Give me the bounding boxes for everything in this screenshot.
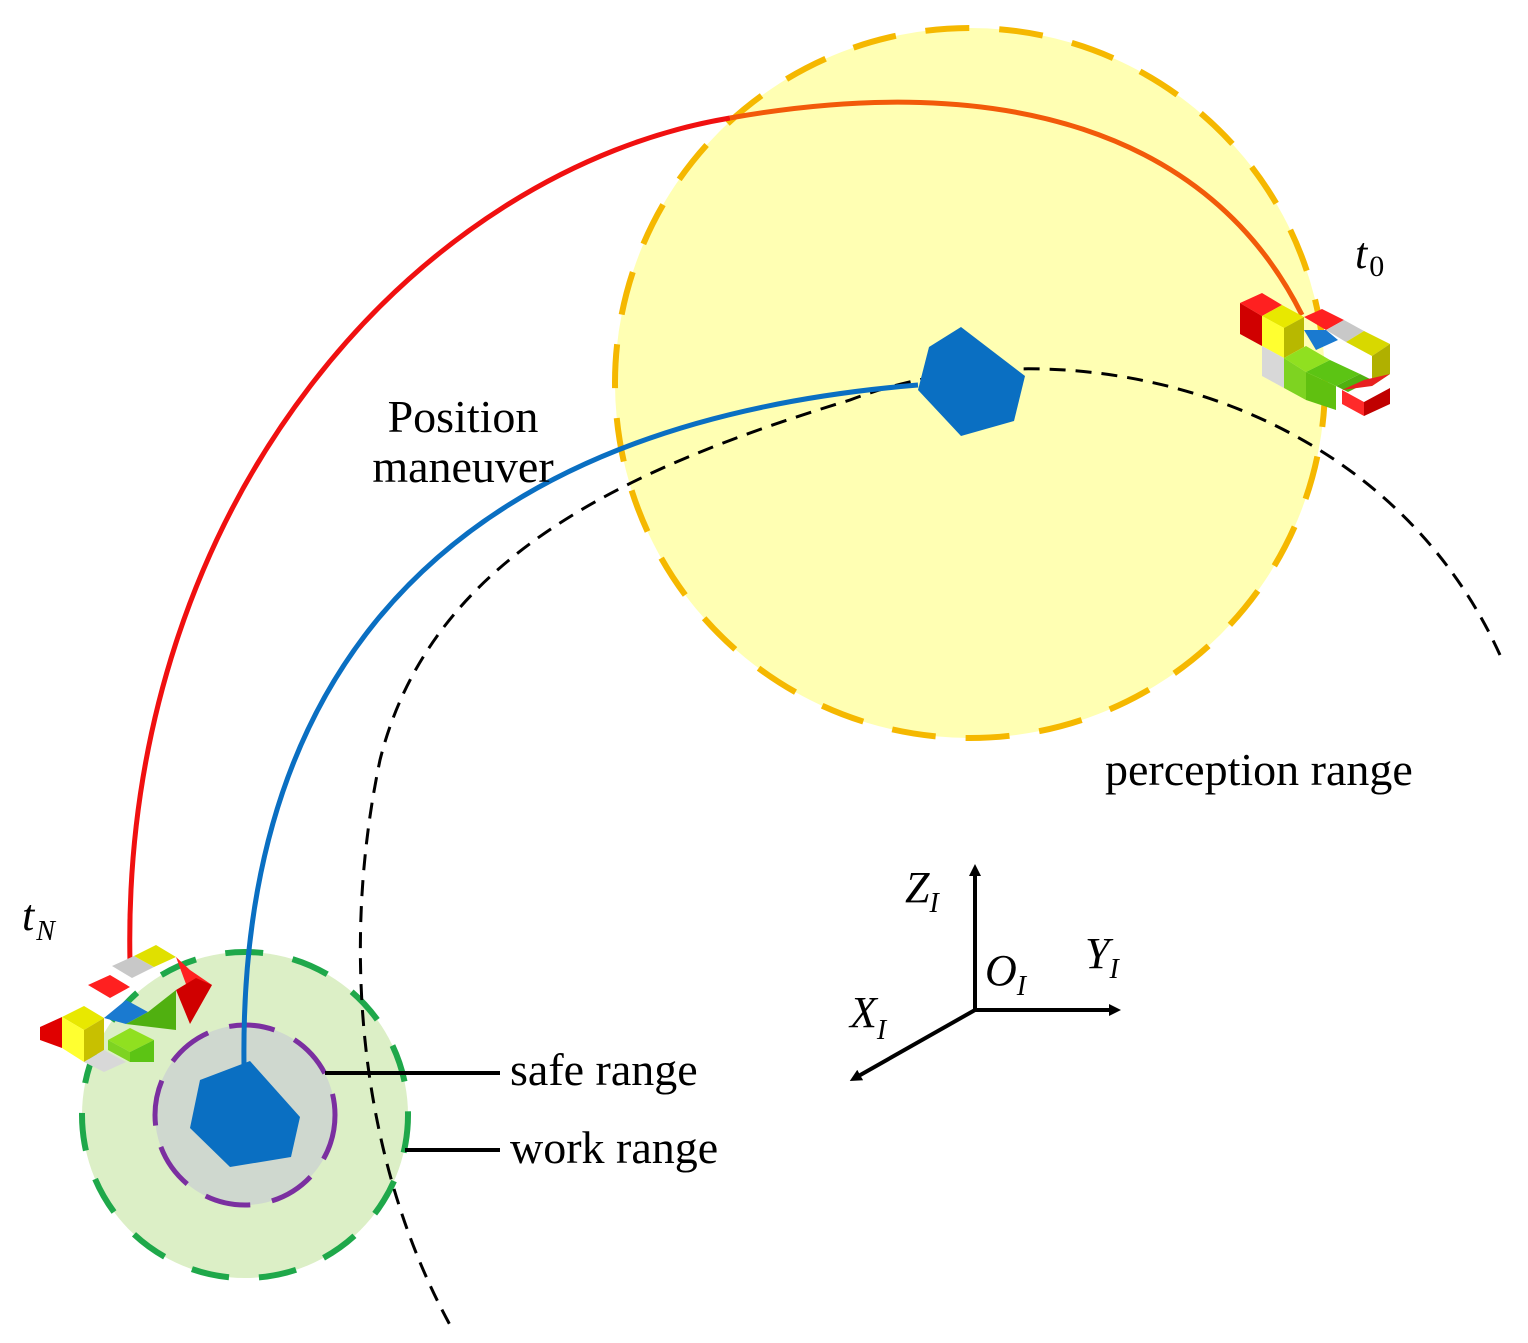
origin-label: OI — [985, 946, 1028, 1002]
perception-range-label: perception range — [1105, 744, 1413, 795]
tN-label: tN — [22, 891, 56, 947]
blue-trajectory — [241, 382, 919, 1066]
axis-y-label: YI — [1085, 929, 1120, 985]
t0-main: t — [1355, 229, 1369, 278]
t0-label: t0 — [1355, 229, 1384, 283]
position-maneuver-label-line1: Position — [388, 391, 539, 442]
axis-y-subscript: I — [1108, 954, 1120, 985]
orange-trajectory — [729, 99, 1305, 317]
t0-subscript: 0 — [1369, 250, 1384, 283]
axis-z-subscript: I — [928, 888, 940, 919]
axis-z-main: Z — [905, 863, 930, 912]
hexagon-target-icon — [918, 327, 1025, 436]
origin-main: O — [985, 946, 1017, 995]
tN-subscript: N — [35, 916, 56, 947]
cube-satellite-icon — [1240, 293, 1390, 416]
axis-x-main: X — [848, 988, 879, 1037]
axis-x-label: XI — [848, 988, 888, 1046]
hexagon-target-icon — [190, 1061, 300, 1167]
position-maneuver-label-line2: maneuver — [372, 441, 553, 492]
red-trajectory — [127, 115, 731, 964]
axis-z-label: ZI — [905, 863, 940, 919]
tN-main: t — [22, 891, 36, 940]
coordinate-frame — [849, 864, 1121, 1081]
axis-x-subscript: I — [876, 1015, 888, 1046]
axis-x-arrow — [849, 1008, 976, 1081]
axis-y-main: Y — [1085, 929, 1114, 978]
cube-satellite-icon — [40, 945, 212, 1072]
origin-subscript: I — [1016, 971, 1028, 1002]
safe-range-label: safe range — [510, 1044, 698, 1095]
work-range-label: work range — [510, 1122, 718, 1173]
